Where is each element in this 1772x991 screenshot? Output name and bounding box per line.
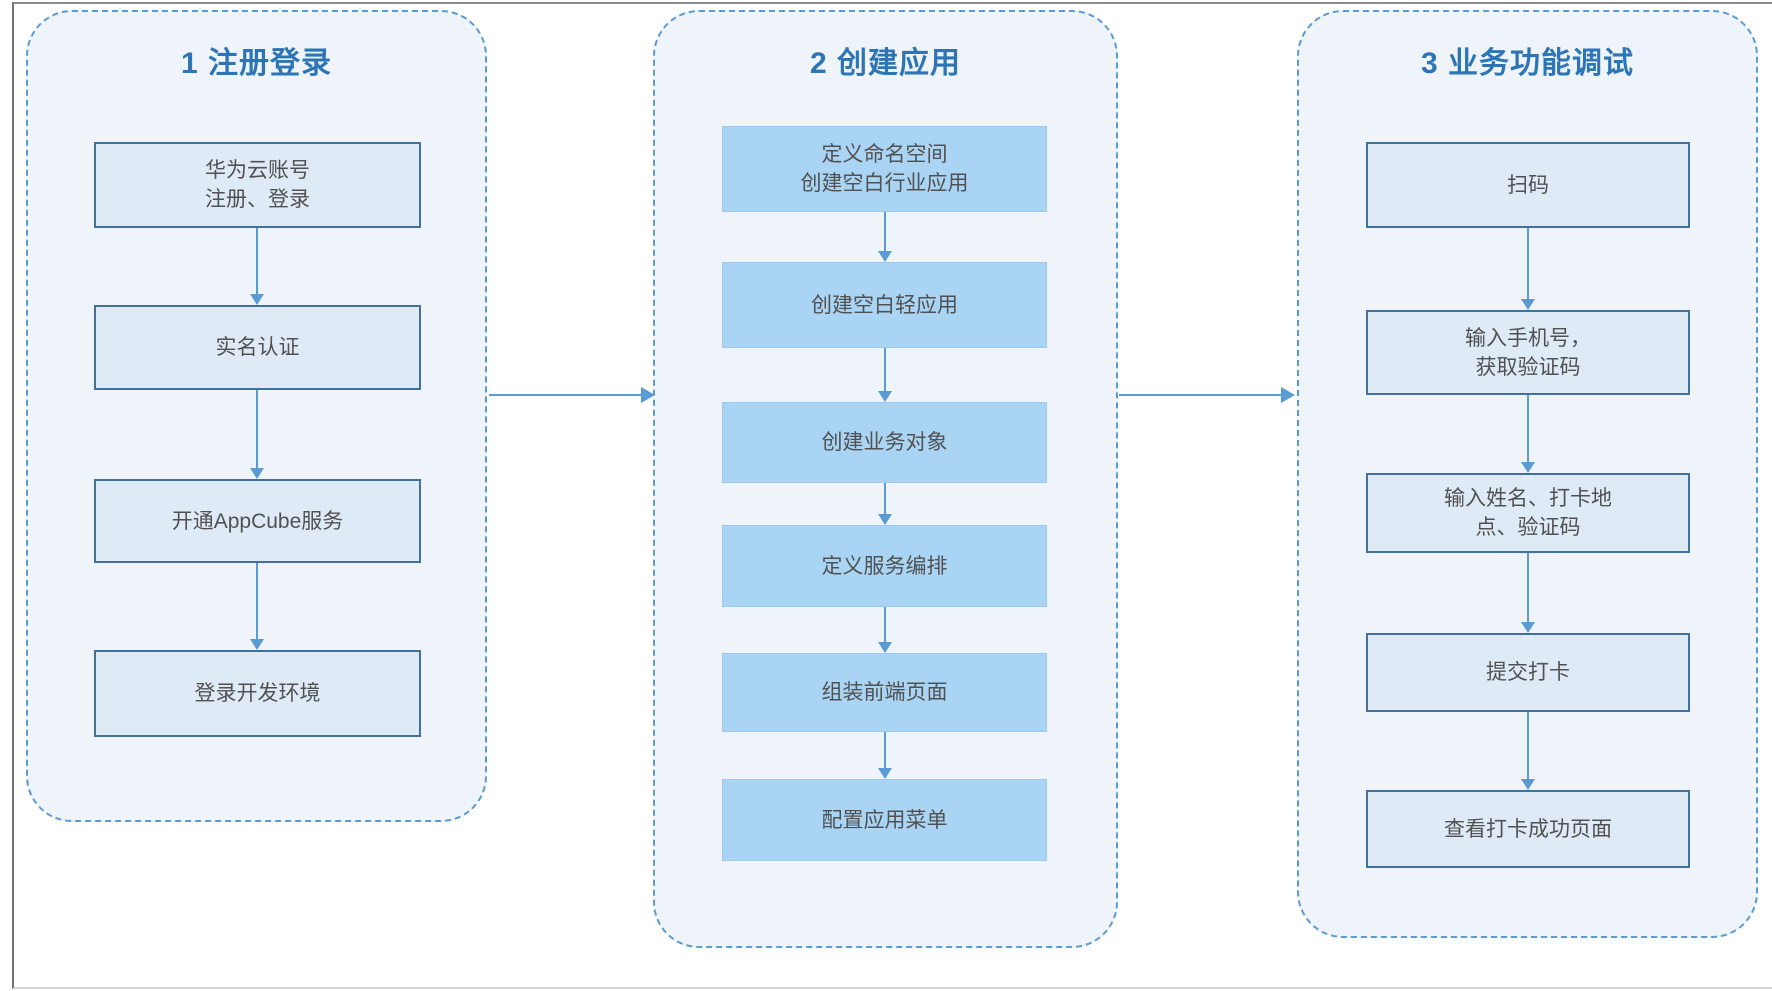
arrow-down-icon [1521,712,1535,790]
step-assemble-frontend-pages: 组装前端页面 [722,653,1047,732]
arrow-down-icon [250,390,264,479]
arrow-down-icon [1521,228,1535,310]
arrow-right-icon [489,387,655,403]
arrow-down-icon [1521,395,1535,473]
step-real-name-auth: 实名认证 [94,305,421,390]
step-create-blank-light-app: 创建空白轻应用 [722,262,1047,348]
step-create-business-object: 创建业务对象 [722,402,1047,483]
step-enter-name-location-code: 输入姓名、打卡地 点、验证码 [1366,473,1690,553]
step-enter-phone-get-code: 输入手机号， 获取验证码 [1366,310,1690,395]
phase-1-title: 1 注册登录 [180,47,333,80]
arrow-right-icon [1119,387,1295,403]
step-define-namespace-create-industry-app: 定义命名空间 创建空白行业应用 [722,126,1047,212]
step-define-service-orchestration: 定义服务编排 [722,525,1047,607]
arrow-down-icon [878,607,892,653]
arrow-down-icon [878,348,892,402]
phase-3-title: 3 业务功能调试 [1420,47,1635,80]
step-view-checkin-success-page: 查看打卡成功页面 [1366,790,1690,868]
arrow-down-icon [250,228,264,305]
step-configure-app-menu: 配置应用菜单 [722,779,1047,861]
step-submit-checkin: 提交打卡 [1366,633,1690,712]
step-huawei-account-register-login: 华为云账号 注册、登录 [94,142,421,228]
step-enable-appcube-service: 开通AppCube服务 [94,479,421,563]
arrow-down-icon [878,732,892,779]
arrow-down-icon [878,483,892,525]
arrow-down-icon [250,563,264,650]
arrow-down-icon [1521,553,1535,633]
step-login-dev-env: 登录开发环境 [94,650,421,737]
arrow-down-icon [878,212,892,262]
phase-2-title: 2 创建应用 [809,47,962,80]
step-scan-qr-code: 扫码 [1366,142,1690,228]
